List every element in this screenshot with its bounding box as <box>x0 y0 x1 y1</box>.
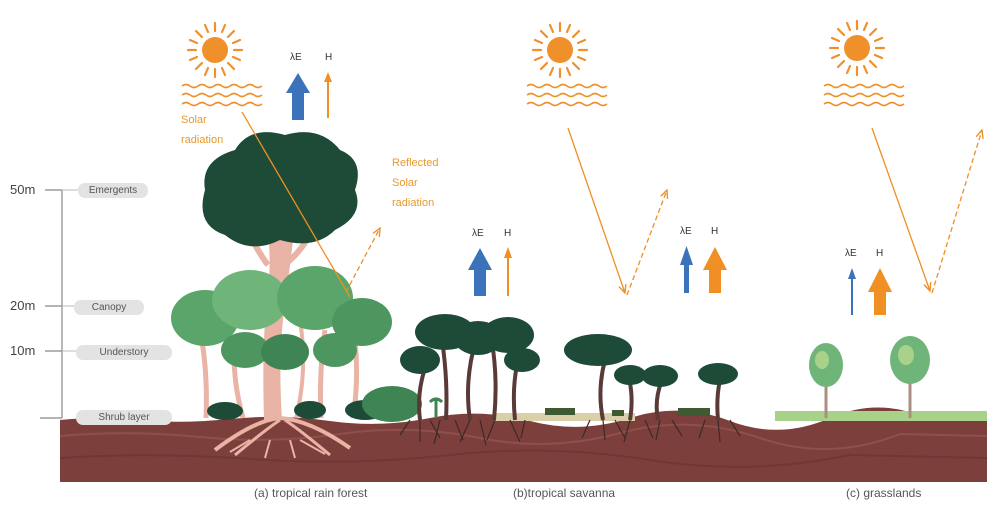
sun-icon-rainforest <box>186 21 244 79</box>
heat-waves-rainforest <box>181 83 263 107</box>
height-tick-50m: 50m <box>10 182 36 197</box>
layer-understory: Understory <box>76 345 172 360</box>
latent-heat-arrow-savanna-2 <box>680 246 693 293</box>
solar-radiation-arrow-rainforest <box>241 111 380 298</box>
latent-heat-arrow-savanna-1 <box>468 248 492 296</box>
sensible-heat-arrow-savanna-2 <box>703 247 727 293</box>
sun-icon-savanna <box>531 21 589 79</box>
latent-heat-arrow-grassland <box>848 268 856 315</box>
sensible-label-savanna-1: H <box>504 228 512 239</box>
caption-savanna: (b)tropical savanna <box>513 486 616 500</box>
heat-waves-grassland <box>823 83 905 107</box>
sun-icon-grassland <box>828 19 886 77</box>
sensible-label-grassland: H <box>876 248 884 259</box>
sensible-label-savanna-2: H <box>711 226 719 237</box>
grassland-trees <box>809 336 930 418</box>
reflected-radiation-label: Reflected Solar radiation <box>392 153 438 213</box>
reflected-line2: Solar <box>392 177 418 189</box>
solar-radiation-arrow-grassland <box>871 127 982 294</box>
solar-radiation-line2: radiation <box>181 134 224 146</box>
latent-heat-arrow-rainforest <box>286 73 310 120</box>
layer-emergents: Emergents <box>78 183 148 198</box>
sensible-heat-arrow-grassland <box>868 268 892 315</box>
sensible-label-rainforest: H <box>325 52 333 63</box>
savanna-trees <box>399 314 741 446</box>
sensible-heat-arrow-rainforest <box>324 72 332 118</box>
height-tick-20m: 20m <box>10 298 36 313</box>
latent-label-savanna-1: λE <box>472 228 484 239</box>
reflected-line3: radiation <box>392 197 435 209</box>
latent-label-savanna-2: λE <box>680 226 692 237</box>
heat-waves-savanna <box>526 83 608 107</box>
layer-shrub: Shrub layer <box>76 410 172 425</box>
solar-radiation-arrow-savanna <box>567 127 667 296</box>
caption-grassland: (c) grasslands <box>846 486 922 500</box>
height-axis <box>40 189 78 419</box>
reflected-line1: Reflected <box>392 157 439 169</box>
solar-radiation-label: Solar radiation <box>181 110 223 150</box>
solar-radiation-line1: Solar <box>181 114 207 126</box>
layer-canopy: Canopy <box>74 300 144 315</box>
rainforest-trees <box>171 132 444 459</box>
caption-rainforest: (a) tropical rain forest <box>254 486 368 500</box>
latent-label-grassland: λE <box>845 248 857 259</box>
latent-label-rainforest: λE <box>290 52 302 63</box>
soil-ground <box>59 407 988 482</box>
sensible-heat-arrow-savanna-1 <box>504 247 512 296</box>
height-tick-10m: 10m <box>10 343 36 358</box>
